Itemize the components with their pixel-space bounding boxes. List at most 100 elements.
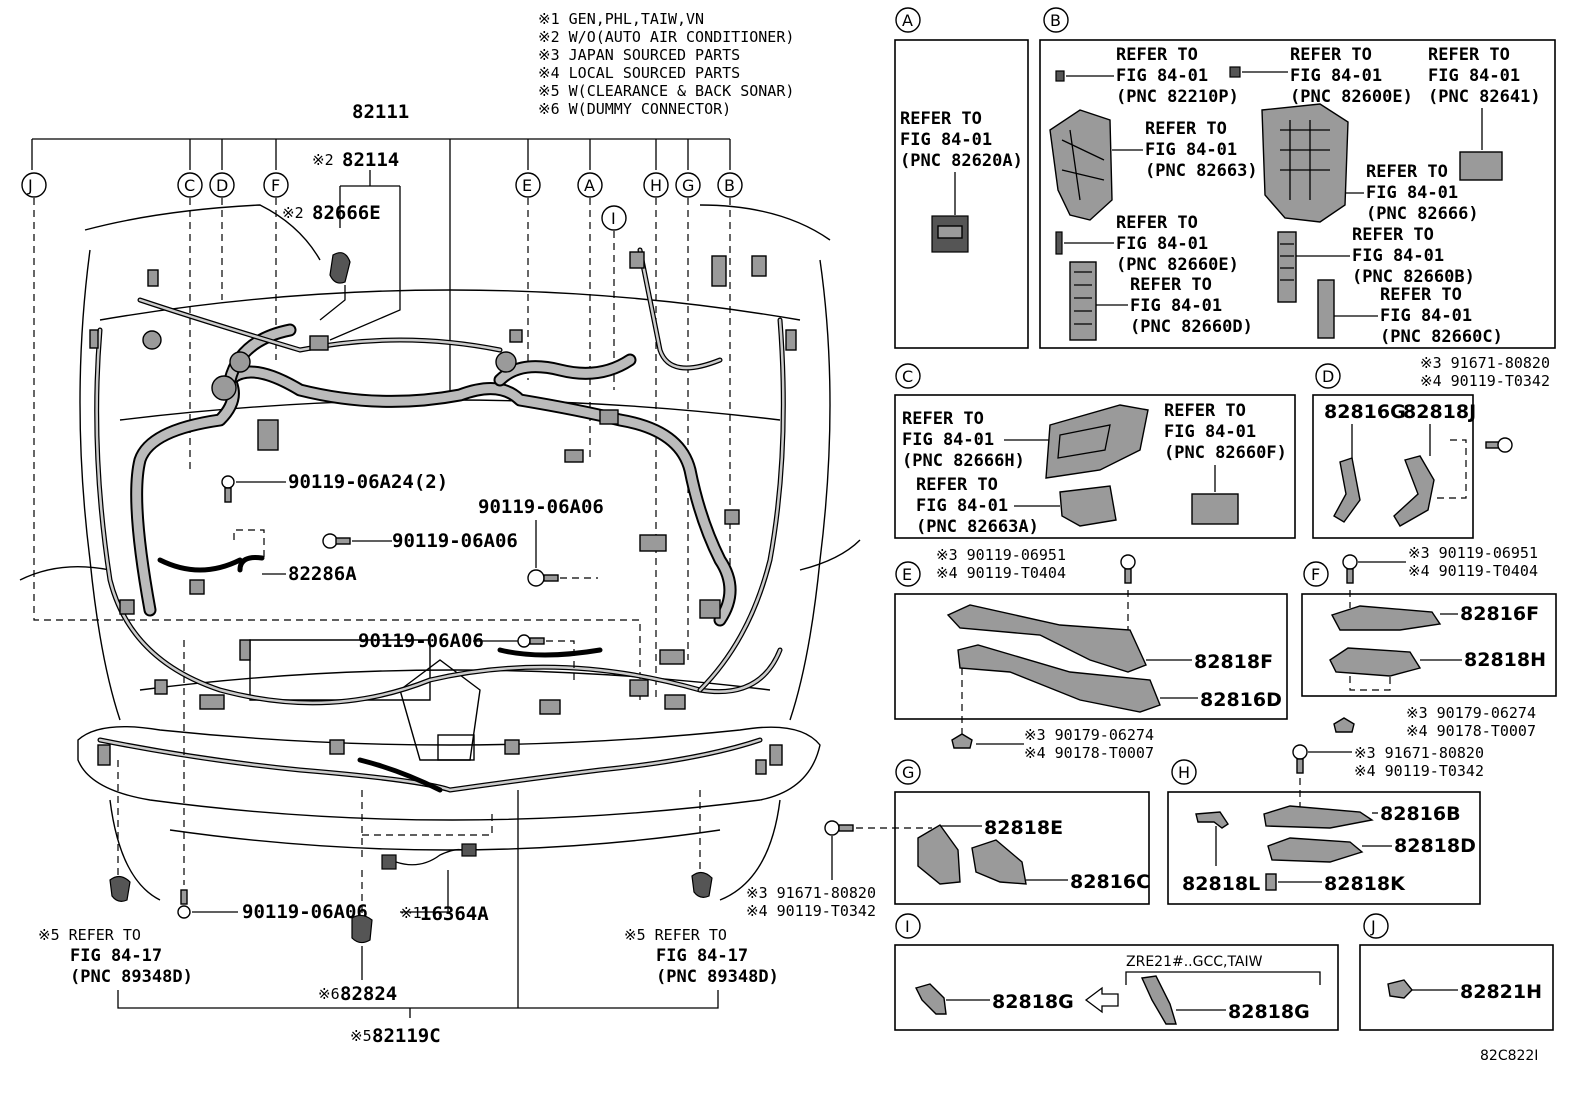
refer-left-2: FIG 84-17 (70, 946, 162, 966)
sonar-left: ※5 REFER TO FIG 84-17 (PNC 89348D) (38, 760, 193, 987)
f-part-1: 82816F (1460, 603, 1539, 625)
refer-left-3: (PNC 89348D) (70, 967, 193, 987)
c-82660F-1: REFER TO (1164, 401, 1246, 421)
b-82641-3: (PNC 82641) (1428, 87, 1541, 107)
part-82666E: 82666E (312, 202, 381, 224)
b-82663-1: REFER TO (1145, 119, 1227, 139)
b-82660E-1: REFER TO (1116, 213, 1198, 233)
e-bolt-2: ※4 90119-T0404 (936, 564, 1066, 582)
panel-d-label: D (1322, 367, 1334, 386)
part-82286A: 82286A (233, 529, 357, 585)
h-part-4: 82818K (1324, 873, 1406, 895)
panel-g: G 82818E 82816C ※3 91671-80820 ※4 90119-… (746, 759, 1150, 920)
figure-id: 82C822I (1480, 1048, 1538, 1064)
note-2: ※2 W/O(AUTO AIR CONDITIONER) (538, 28, 794, 46)
b-82660C-2: FIG 84-01 (1380, 306, 1472, 326)
callout-b: B (724, 176, 735, 195)
wire-harness (94, 247, 786, 793)
c-82666H-1: REFER TO (902, 409, 984, 429)
f-part-2: 82818H (1464, 649, 1546, 671)
d-part-2: 82818J (1403, 401, 1476, 423)
refer-right-1: ※5 REFER TO (624, 926, 727, 944)
callout-c: C (184, 176, 195, 195)
b-82666-1: REFER TO (1366, 162, 1448, 182)
connectors (89, 251, 797, 775)
f-bolt-2: ※4 90119-T0404 (1408, 562, 1538, 580)
panel-c-label: C (902, 367, 913, 386)
f-bolt-1: ※3 90119-06951 (1408, 544, 1538, 562)
callout-d: D (216, 176, 228, 195)
g-part-1: 82818E (984, 817, 1063, 839)
bolt-a06-4-label: 90119-06A06 (242, 901, 368, 923)
panel-b-label: B (1050, 11, 1061, 30)
refer-right-2: FIG 84-17 (656, 946, 748, 966)
b-82666-2: FIG 84-01 (1366, 183, 1458, 203)
part-82824-label: 82824 (340, 983, 397, 1005)
part-16364A: ※1 16364A (361, 790, 493, 925)
panel-c: C REFER TO FIG 84-01 (PNC 82666H) REFER … (894, 363, 1296, 539)
callout-h: H (650, 176, 662, 195)
bolt-a24: 90119-06A24(2) (221, 471, 448, 503)
note-6: ※6 W(DUMMY CONNECTOR) (538, 100, 731, 118)
b-82641-1: REFER TO (1428, 45, 1510, 65)
main-drawing: 82111 J C D F E A I H G B (19, 101, 861, 1047)
d-part-1: 82816G (1324, 401, 1406, 423)
h-bolt-2: ※4 90119-T0342 (1354, 762, 1484, 780)
callout-circles: J C D F E A I H G B (21, 172, 743, 231)
d-bolt-1: ※3 91671-80820 (1420, 354, 1550, 372)
bolt-a24-label: 90119-06A24(2) (288, 471, 448, 493)
harness-part-number: 82111 (352, 101, 409, 123)
callout-j: J (27, 176, 33, 195)
h-bolt-1: ※3 91671-80820 (1354, 744, 1484, 762)
panel-a-label: A (902, 11, 913, 30)
b-82600E-3: (PNC 82600E) (1290, 87, 1413, 107)
mark-82666E: ※2 (282, 204, 304, 222)
g-bolt-1: ※3 91671-80820 (746, 884, 876, 902)
panel-e-label: E (902, 565, 912, 584)
bolt-a06-2-label: 90119-06A06 (478, 496, 604, 518)
b-82660B-3: (PNC 82660B) (1352, 267, 1475, 287)
b-82663-2: FIG 84-01 (1145, 140, 1237, 160)
panel-a: A REFER TO FIG 84-01 (PNC 82620A) (894, 7, 1029, 349)
panel-f: F ※3 90119-06951 ※4 90119-T0404 82816F 8… (1301, 544, 1557, 740)
panel-i: I 82818G ZRE21#..GCC,TAIW 82818G (894, 913, 1339, 1031)
g-part-2: 82816C (1070, 871, 1150, 893)
panel-g-label: G (902, 763, 914, 782)
b-82660B-2: FIG 84-01 (1352, 246, 1444, 266)
note-1: ※1 GEN,PHL,TAIW,VN (538, 10, 704, 28)
callout-g: G (682, 176, 694, 195)
part-16364A-label: 16364A (420, 903, 489, 925)
callout-i: I (611, 209, 616, 228)
mark-82824: ※6 (318, 985, 340, 1003)
e-clip-2: ※4 90178-T0007 (1024, 744, 1154, 762)
part-82824: ※6 82824 (318, 870, 397, 1005)
refer-right-3: (PNC 89348D) (656, 967, 779, 987)
panel-e: E ※3 90119-06951 ※4 90119-T0404 82818F 8… (894, 546, 1288, 762)
i-part-2: 82818G (1228, 1001, 1310, 1023)
c-82666H-3: (PNC 82666H) (902, 451, 1025, 471)
c-82663A-1: REFER TO (916, 475, 998, 495)
b-82660D-2: FIG 84-01 (1130, 296, 1222, 316)
panel-a-refer-1: REFER TO (900, 109, 982, 129)
e-clip-1: ※3 90179-06274 (1024, 726, 1154, 744)
part-82114: 82114 (342, 149, 399, 171)
c-82660F-2: FIG 84-01 (1164, 422, 1256, 442)
b-82660C-3: (PNC 82660C) (1380, 327, 1503, 347)
b-82660B-1: REFER TO (1352, 225, 1434, 245)
part-82286A-label: 82286A (288, 563, 357, 585)
b-82641-2: FIG 84-01 (1428, 66, 1520, 86)
j-part-1: 82821H (1460, 981, 1542, 1003)
mark-82119C: ※5 (350, 1027, 372, 1045)
b-82600E-2: FIG 84-01 (1290, 66, 1382, 86)
callout-a: A (584, 176, 595, 195)
bolt-a06-1: 90119-06A06 (322, 530, 518, 552)
e-part-1: 82818F (1194, 651, 1273, 673)
panel-i-label: I (905, 917, 910, 936)
b-82663-3: (PNC 82663) (1145, 161, 1258, 181)
bolt-a06-3: 90119-06A06 (358, 630, 575, 680)
panel-d: D ※3 91671-80820 ※4 90119-T0342 82816G 8… (1312, 354, 1550, 539)
c-82666H-2: FIG 84-01 (902, 430, 994, 450)
note-5: ※5 W(CLEARANCE & BACK SONAR) (538, 82, 794, 100)
panel-j: J 82821H (1359, 913, 1554, 1031)
